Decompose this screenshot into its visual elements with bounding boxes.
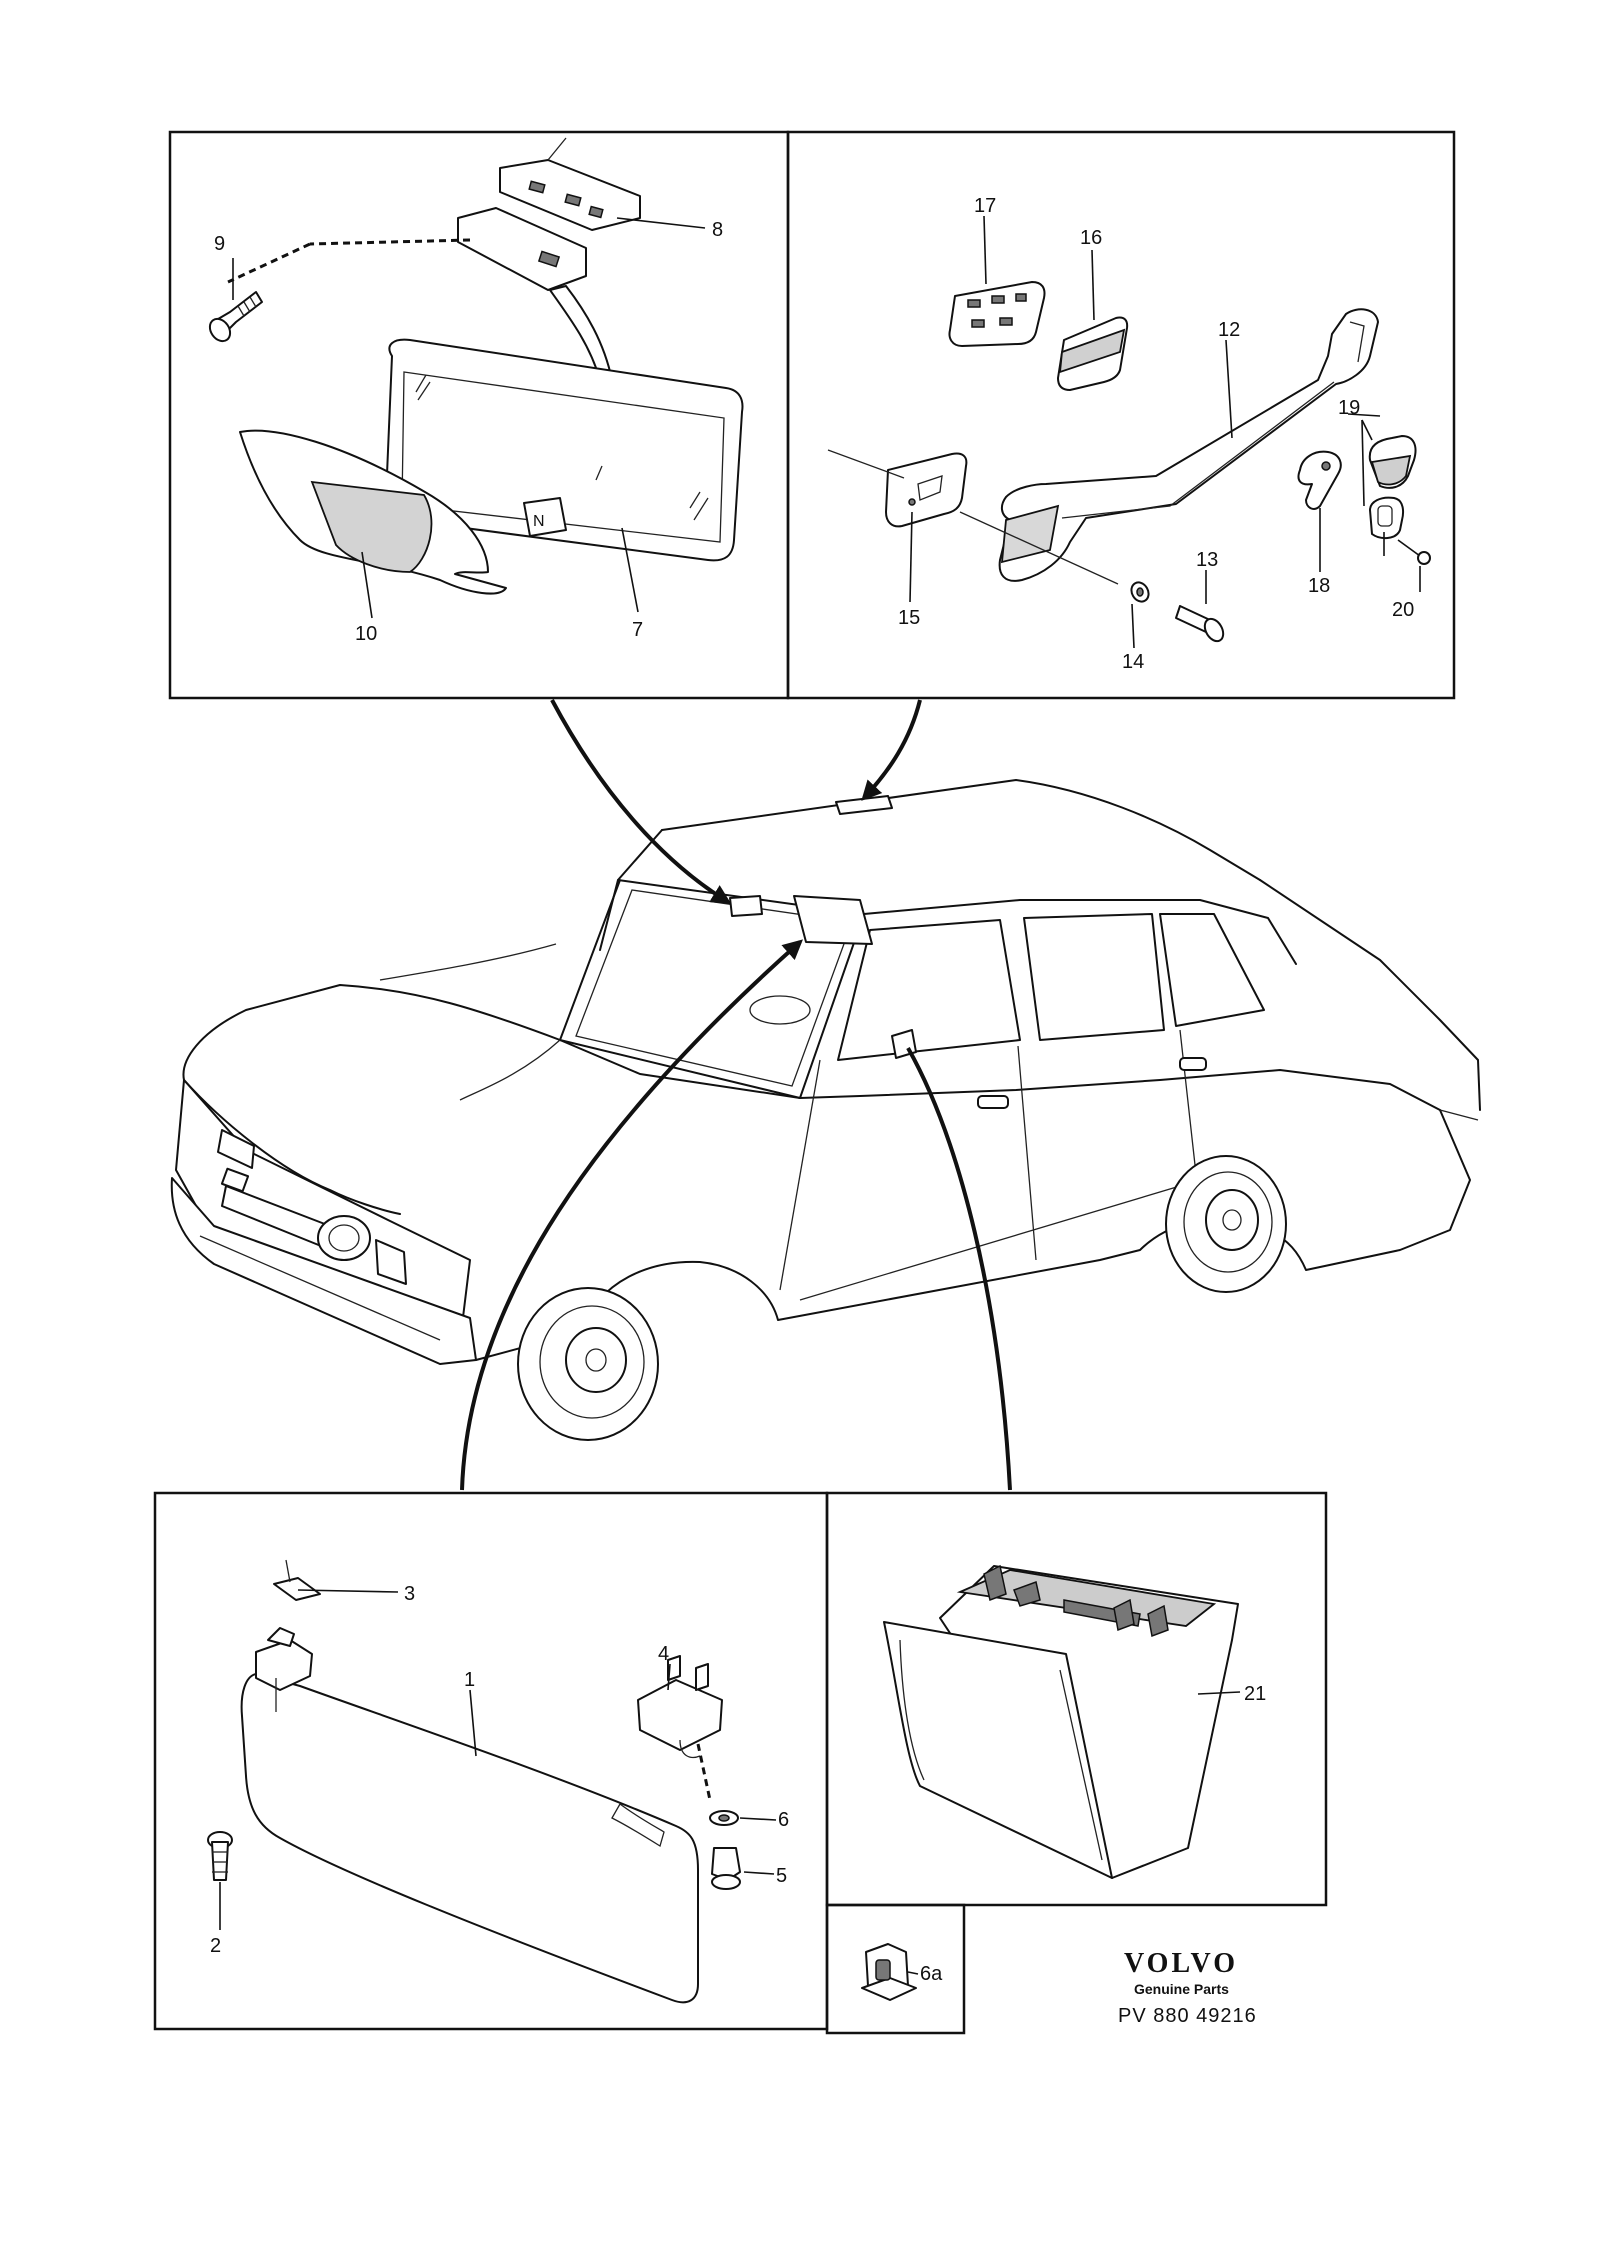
callout-7: 7 bbox=[632, 619, 643, 641]
sun-visor-1 bbox=[240, 1673, 699, 2004]
clip-6a bbox=[861, 1943, 917, 2001]
callout-6a: 6a bbox=[920, 1963, 943, 1985]
washer-14 bbox=[1130, 581, 1150, 603]
callout-4: 4 bbox=[658, 1643, 669, 1665]
arrow-visor-to-car bbox=[460, 939, 803, 1491]
ashtray-21 bbox=[883, 1564, 1239, 1879]
mirror-stem bbox=[457, 207, 613, 381]
callout-15: 15 bbox=[898, 607, 920, 629]
clip-18 bbox=[1297, 450, 1342, 510]
screw-13 bbox=[1175, 605, 1225, 643]
panel-clip bbox=[825, 1903, 966, 2035]
callout-8: 8 bbox=[712, 219, 723, 241]
callout-1: 1 bbox=[464, 1669, 475, 1691]
panel-ashtray bbox=[825, 1491, 1328, 1907]
callout-6: 6 bbox=[778, 1809, 789, 1831]
visor-plate-3 bbox=[273, 1559, 321, 1601]
brand-logo: VOLVO bbox=[1124, 1948, 1238, 1979]
callout-21: 21 bbox=[1244, 1683, 1266, 1705]
screw-9 bbox=[208, 291, 263, 343]
callout-17: 17 bbox=[974, 195, 996, 217]
car-illustration bbox=[170, 779, 1481, 1441]
callout-16: 16 bbox=[1080, 227, 1102, 249]
mirror-glass-7 bbox=[385, 338, 744, 562]
callout-20: 20 bbox=[1392, 599, 1414, 621]
brand-subtitle: Genuine Parts bbox=[1134, 1981, 1229, 1997]
visor-hinge bbox=[255, 1627, 313, 1712]
screw-20 bbox=[1383, 532, 1431, 565]
mirror-letter: N bbox=[533, 513, 545, 530]
callout-10: 10 bbox=[355, 623, 377, 645]
visor-clip-4 bbox=[637, 1655, 723, 1759]
mirror-mount-plate bbox=[499, 137, 641, 231]
callout-18: 18 bbox=[1308, 575, 1330, 597]
panel-grab-handle bbox=[786, 130, 1456, 700]
arrow-ashtray-to-car bbox=[906, 1047, 1012, 1491]
callout-3: 3 bbox=[404, 1583, 415, 1605]
washer-6 bbox=[709, 1810, 739, 1826]
callout-5: 5 bbox=[776, 1865, 787, 1887]
screw-2 bbox=[207, 1831, 233, 1881]
arrow-handle-to-car bbox=[861, 699, 922, 801]
end-cap-16 bbox=[1057, 316, 1129, 391]
nut-5 bbox=[711, 1847, 741, 1890]
callout-19: 19 bbox=[1338, 397, 1360, 419]
callout-13: 13 bbox=[1196, 549, 1218, 571]
bracket-17 bbox=[948, 281, 1046, 347]
callout-9: 9 bbox=[214, 233, 225, 255]
bracket-15 bbox=[885, 452, 968, 528]
clip-19 bbox=[1368, 435, 1417, 540]
dash-to-screw-9 bbox=[227, 242, 311, 284]
grab-handle-12 bbox=[998, 308, 1379, 582]
part-number: PV 880 49216 bbox=[1118, 2005, 1257, 2027]
callout-12: 12 bbox=[1218, 319, 1240, 341]
callout-2: 2 bbox=[210, 1935, 221, 1957]
callout-14: 14 bbox=[1122, 651, 1144, 673]
mirror-cover-10 bbox=[239, 429, 507, 595]
dash-clip-to-washer bbox=[696, 1743, 712, 1801]
arrow-mirror-to-car bbox=[550, 699, 732, 905]
